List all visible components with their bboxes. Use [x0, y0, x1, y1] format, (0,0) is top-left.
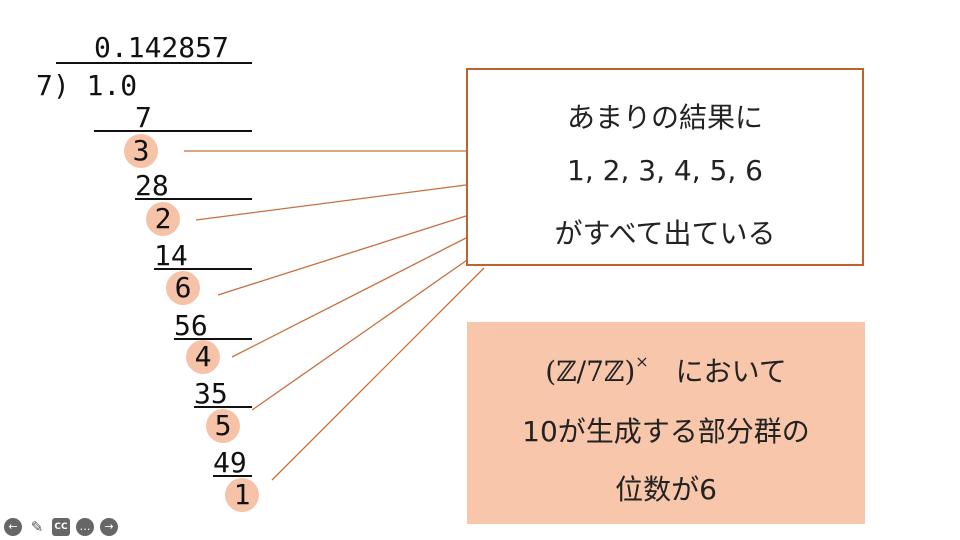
- rule-6: [213, 475, 252, 477]
- remainder-circle-1: [124, 134, 158, 168]
- subtrahend-5: 35: [194, 377, 228, 410]
- remainder-2: 2: [154, 202, 172, 235]
- note-line-3: がすべて出ている: [554, 217, 776, 250]
- pen-icon[interactable]: ✎: [30, 518, 44, 536]
- divisor-dividend: 7) 1.0: [36, 69, 138, 102]
- rule-2: [135, 198, 252, 200]
- forward-icon[interactable]: →: [100, 518, 118, 536]
- remainder-circle-6: [225, 478, 259, 512]
- group-line-3: 位数が6: [615, 473, 717, 506]
- connector-line-5: [251, 257, 471, 411]
- remainder-circle-5: [206, 409, 240, 443]
- group-order-box: (ℤ/7ℤ)× において 10が生成する部分群の 位数が6: [467, 322, 865, 524]
- captions-button[interactable]: CC: [52, 518, 70, 536]
- division-bar: [56, 62, 252, 64]
- group-notation: (ℤ/7ℤ): [545, 355, 636, 388]
- group-line-2: 10が生成する部分群の: [522, 415, 810, 448]
- rule-3: [154, 268, 252, 270]
- remainder-circle-3: [166, 271, 200, 305]
- connector-line-4: [231, 237, 467, 358]
- note-line-1: あまりの結果に: [566, 101, 763, 134]
- more-icon[interactable]: …: [76, 518, 94, 536]
- note-line-2: 1, 2, 3, 4, 5, 6: [567, 154, 763, 187]
- remainder-1: 3: [132, 134, 150, 167]
- quotient: 0.142857: [94, 31, 229, 64]
- group-superscript: ×: [635, 352, 649, 371]
- connector-line-2: [195, 184, 467, 221]
- remainder-6: 1: [233, 478, 251, 511]
- connector-line-6: [271, 267, 485, 481]
- rule-5: [194, 406, 252, 408]
- group-line-1-text: において: [675, 355, 787, 388]
- rule-4: [174, 338, 252, 340]
- remainder-circle-4: [186, 340, 220, 374]
- remainder-circle-2: [146, 202, 180, 236]
- connector-line-3: [217, 215, 467, 296]
- remainder-5: 5: [214, 409, 232, 442]
- remainder-3: 6: [174, 271, 192, 304]
- remainder-note-box: あまりの結果に 1, 2, 3, 4, 5, 6 がすべて出ている: [466, 68, 864, 266]
- remainder-4: 4: [194, 340, 212, 373]
- group-line-1: (ℤ/7ℤ)× において: [467, 350, 865, 390]
- subtrahend-3: 14: [154, 239, 188, 272]
- player-controls: ← ✎ CC … →: [4, 518, 118, 536]
- subtrahend-4: 56: [174, 309, 208, 342]
- subtrahend-2: 28: [135, 169, 169, 202]
- back-icon[interactable]: ←: [4, 518, 22, 536]
- rule-1: [94, 130, 252, 132]
- subtrahend-6: 49: [213, 446, 247, 479]
- subtrahend-1: 7: [135, 101, 152, 134]
